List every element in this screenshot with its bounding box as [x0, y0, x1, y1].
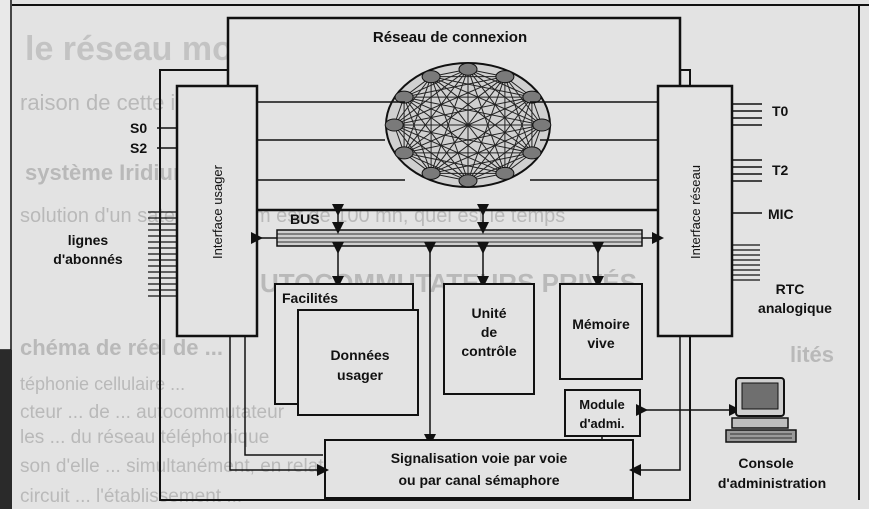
bleed-line-10: les ... du réseau téléphonique: [20, 427, 269, 448]
control-unit-label-1: Unité: [472, 305, 507, 321]
mesh-node: [522, 90, 542, 104]
mesh-node: [421, 70, 441, 84]
connection-network-box: Réseau de connexion: [226, 16, 682, 212]
subscriber-lines: [148, 211, 177, 297]
mesh-node: [394, 90, 414, 104]
t2-label: T2: [772, 162, 789, 178]
user-data-label-2: usager: [337, 367, 383, 383]
mesh-graph: [384, 62, 552, 188]
t0-label: T0: [772, 103, 789, 119]
rtc-lines: [732, 244, 760, 281]
mesh-node: [421, 166, 441, 180]
bus-vertical-arrows: [332, 204, 604, 446]
mesh-link: [393, 76, 432, 126]
mesh-link: [430, 96, 533, 174]
mesh-link: [403, 96, 469, 182]
mesh-link: [403, 124, 542, 154]
mic-label: MIC: [768, 206, 794, 222]
mesh-link: [403, 96, 432, 174]
mesh-node: [495, 166, 515, 180]
control-unit-label-2: de: [481, 324, 498, 340]
bleed-line-7: lités: [790, 342, 834, 367]
admin-module-label-2: d'admi.: [580, 416, 625, 431]
mesh-link: [430, 76, 506, 174]
mesh-link: [403, 76, 432, 154]
ram-label-2: vive: [587, 335, 614, 351]
mesh-link: [430, 76, 469, 181]
mesh-node: [495, 70, 515, 84]
mesh-link: [430, 69, 469, 174]
computer-icon: [725, 377, 797, 443]
user-data-label-1: Données: [330, 347, 389, 363]
interface-links: [257, 101, 658, 181]
mesh-link: [403, 96, 506, 174]
trunk-lines: [732, 103, 762, 214]
mesh-node: [532, 118, 552, 132]
mesh-link: [403, 96, 542, 126]
bus-label: BUS: [290, 211, 320, 227]
mesh-link: [393, 124, 506, 174]
subscriber-lines-label-2: d'abonnés: [53, 251, 123, 267]
mesh-node: [384, 118, 404, 132]
bleed-line-12: circuit ... l'établissement ...: [20, 486, 242, 507]
bleed-line-11: son d'elle ... simultanément, en relatio…: [20, 456, 349, 477]
mesh-link: [467, 76, 506, 181]
mesh-link: [430, 76, 543, 126]
mesh-link: [393, 124, 432, 174]
mesh-link: [394, 96, 533, 126]
mesh-link: [394, 124, 533, 154]
subscriber-lines-label-1: lignes: [68, 232, 109, 248]
mesh-link: [403, 152, 469, 182]
connection-network-label: Réseau de connexion: [373, 29, 527, 46]
mesh-link: [431, 76, 533, 98]
bleed-line-3: système Iridium: [25, 160, 193, 185]
bleed-line-9: cteur ... de ... autocommutateur: [20, 402, 285, 423]
mesh-link: [403, 76, 506, 154]
ram-label-1: Mémoire: [572, 316, 630, 332]
user-data-box: Données usager: [297, 309, 419, 416]
signaling-label-1: Signalisation voie par voie: [391, 450, 568, 466]
rtc-label-2: analogique: [758, 300, 832, 316]
console-label-2: d'administration: [718, 475, 826, 491]
ram-box: Mémoire vive: [559, 283, 643, 380]
network-interface-label: Interface réseau: [688, 165, 703, 259]
s0-label: S0: [130, 120, 147, 136]
control-unit-label-3: contrôle: [461, 343, 516, 359]
control-unit-box: Unité de contrôle: [443, 283, 535, 395]
mesh-node: [458, 174, 478, 188]
signaling-label-2: ou par canal sémaphore: [398, 472, 559, 488]
mesh-link: [430, 76, 533, 154]
rtc-label-1: RTC: [776, 281, 805, 297]
user-interface-label: Interface usager: [210, 164, 225, 259]
user-interface-box: Interface usager: [175, 84, 259, 338]
facilities-label: Facilités: [282, 290, 338, 306]
bleed-line-6: chéma de réel de ...: [20, 335, 223, 360]
s-lines: [157, 127, 177, 149]
mesh-node: [394, 146, 414, 160]
mesh-link: [467, 69, 506, 174]
admin-module-label-1: Module: [579, 397, 625, 412]
s2-label: S2: [130, 140, 147, 156]
mesh-node: [458, 62, 478, 76]
mesh-node: [522, 146, 542, 160]
console-label-1: Console: [738, 455, 793, 471]
bus-bar: [276, 229, 643, 247]
bottom-connectors: [229, 336, 741, 476]
bleed-line-8: téphonie cellulaire ...: [20, 374, 185, 394]
signaling-box: Signalisation voie par voie ou par canal…: [324, 439, 634, 499]
network-interface-box: Interface réseau: [656, 84, 734, 338]
admin-module-box: Module d'admi.: [564, 389, 641, 437]
